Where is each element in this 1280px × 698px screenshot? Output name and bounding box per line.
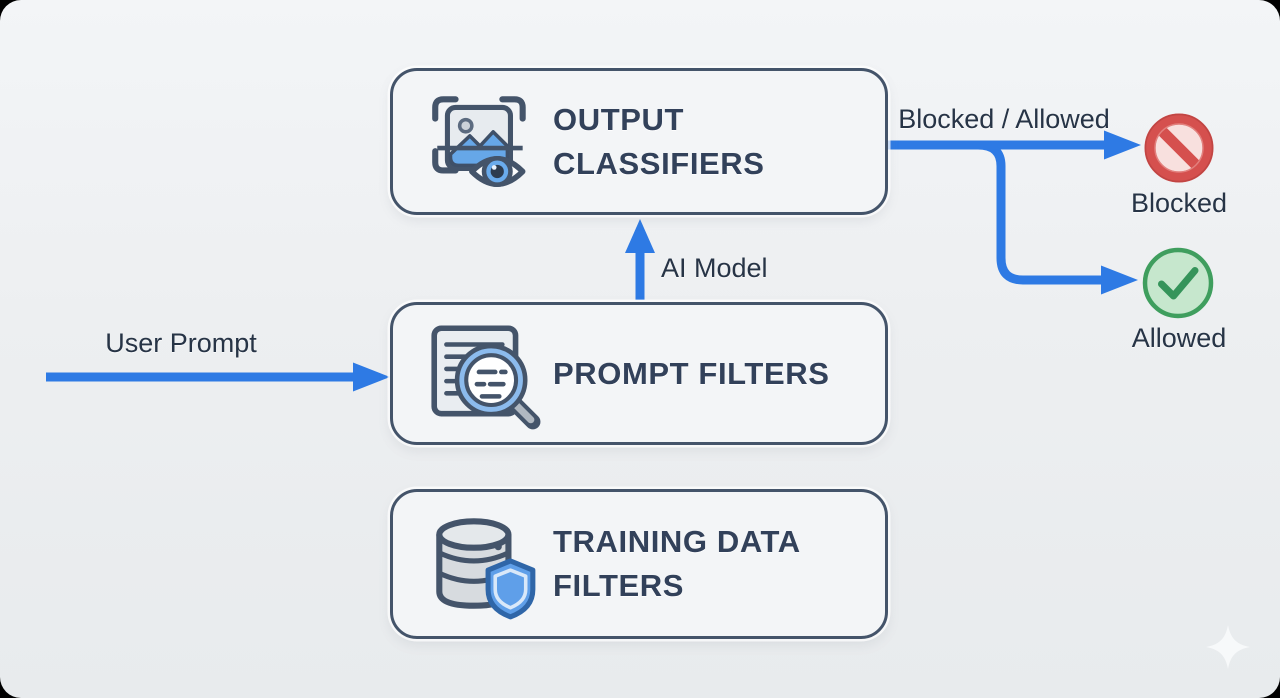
- node-training-data-filters: TRAINING DATA FILTERS: [390, 489, 888, 639]
- check-circle-icon: [1142, 247, 1214, 319]
- allowed-label: Allowed: [1131, 323, 1227, 353]
- ai-model-arrowhead: [625, 219, 655, 253]
- title-line: OUTPUT: [553, 101, 685, 137]
- user-prompt-label: User Prompt: [105, 328, 257, 358]
- document-search-icon: [431, 324, 541, 429]
- title-line: FILTERS: [553, 568, 685, 603]
- title-line: CLASSIFIERS: [553, 145, 765, 181]
- blocked-allowed-label: Blocked / Allowed: [898, 104, 1110, 134]
- output-branch-arrowhead: [1101, 265, 1138, 295]
- sparkle-icon: [1206, 625, 1250, 669]
- user-prompt-arrowhead: [353, 362, 390, 392]
- node-output-classifiers: OUTPUT CLASSIFIERS: [390, 68, 888, 215]
- output-arrow-branch: [977, 140, 1102, 285]
- blocked-label: Blocked: [1130, 188, 1228, 218]
- ai-model-label: AI Model: [661, 253, 768, 283]
- node-title-training-data-filters: TRAINING DATA FILTERS: [553, 520, 801, 608]
- image-scan-eye-icon: [432, 95, 526, 187]
- database-shield-icon: [436, 518, 536, 620]
- node-title-output-classifiers: OUTPUT CLASSIFIERS: [553, 98, 765, 186]
- title-line: PROMPT FILTERS: [553, 355, 830, 391]
- title-line: TRAINING DATA: [553, 524, 801, 559]
- no-entry-icon: [1144, 113, 1214, 183]
- node-prompt-filters: PROMPT FILTERS: [390, 302, 888, 445]
- node-title-prompt-filters: PROMPT FILTERS: [553, 352, 830, 396]
